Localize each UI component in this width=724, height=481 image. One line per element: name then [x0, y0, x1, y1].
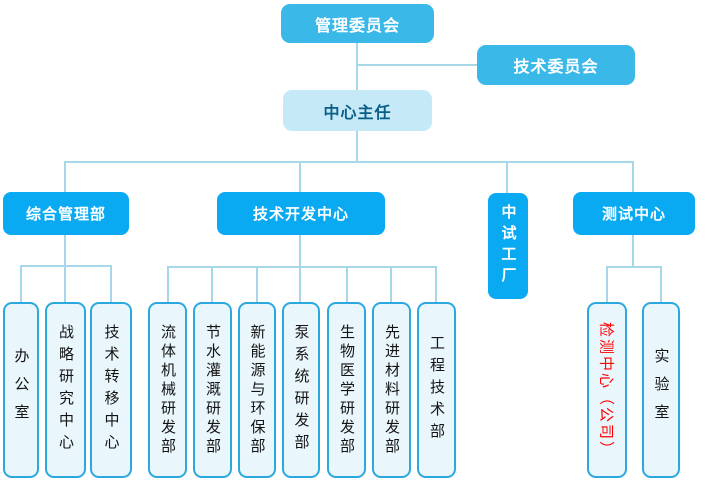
connector-admin-drop-1	[20, 265, 22, 302]
node-inspection-center-company: 检测中心（公司）	[587, 302, 627, 478]
connector-drop-admin	[64, 161, 66, 192]
node-advanced-materials-rd: 先进材料研发部	[372, 302, 411, 478]
connector-drop-techdev	[299, 161, 301, 192]
node-water-saving-irrigation-rd: 节水灌溉研发部	[193, 302, 232, 478]
connector-testing-drop-1	[606, 266, 608, 302]
connector-main-bus	[64, 161, 634, 163]
connector-tech-drop-7	[435, 266, 437, 302]
connector-tech-drop-5	[346, 266, 348, 302]
connector-director-to-bus	[356, 131, 358, 162]
node-pilot-plant: 中试工厂	[488, 193, 528, 299]
connector-admin-bus	[20, 265, 112, 267]
connector-techdev-trunk	[299, 235, 301, 302]
connector-techdev-bus	[167, 266, 437, 268]
connector-to-technical-committee	[357, 64, 477, 66]
node-tech-dev-center: 技术开发中心	[217, 192, 385, 235]
connector-testing-drop-2	[660, 266, 662, 302]
connector-tech-drop-1	[167, 266, 169, 302]
connector-testing-bus	[606, 266, 662, 268]
connector-admin-drop-3	[110, 265, 112, 302]
node-testing-center: 测试中心	[573, 192, 695, 235]
node-office: 办公室	[3, 302, 39, 478]
node-center-director: 中心主任	[283, 90, 432, 131]
node-management-committee: 管理委员会	[281, 4, 434, 43]
node-engineering-tech-dept: 工程技术部	[417, 302, 456, 478]
node-tech-transfer-center: 技术转移中心	[90, 302, 132, 478]
connector-tech-drop-6	[390, 266, 392, 302]
node-technical-committee: 技术委员会	[477, 45, 635, 85]
connector-testing-trunk	[632, 235, 634, 267]
connector-mgmt-to-director	[356, 43, 358, 90]
node-biomedical-rd: 生物医学研发部	[327, 302, 366, 478]
node-pump-system-rd: 泵系统研发部	[282, 302, 320, 478]
node-laboratory: 实验室	[642, 302, 680, 478]
connector-admin-trunk	[64, 235, 66, 302]
connector-drop-testing	[632, 161, 634, 192]
node-general-admin-dept: 综合管理部	[3, 192, 129, 235]
connector-tech-drop-3	[256, 266, 258, 302]
connector-drop-pilot	[506, 161, 508, 193]
node-new-energy-environment-dept: 新能源与环保部	[238, 302, 276, 478]
node-strategy-research-center: 战略研究中心	[45, 302, 86, 478]
connector-tech-drop-2	[211, 266, 213, 302]
node-fluid-machinery-rd: 流体机械研发部	[148, 302, 187, 478]
